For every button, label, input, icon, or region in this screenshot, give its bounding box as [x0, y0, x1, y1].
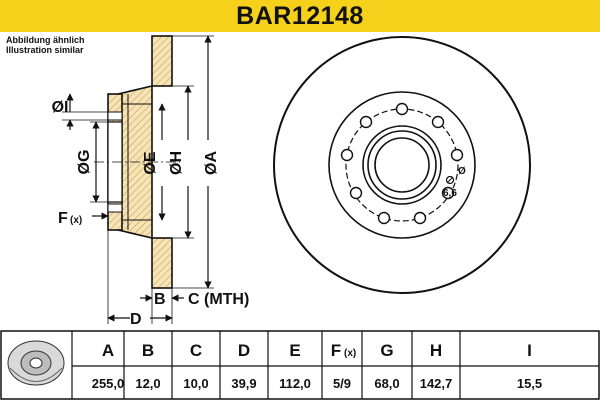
table-value-d: 39,9 [231, 376, 256, 391]
table-value-e: 112,0 [279, 376, 311, 391]
table-value-b: 12,0 [135, 376, 160, 391]
bolt-hole [340, 148, 354, 162]
label-hole-dia: Ø [458, 166, 466, 177]
table-header-d: D [238, 341, 250, 360]
title-bar [0, 0, 600, 32]
label-dim-c-mth: C (MTH) [188, 291, 249, 308]
bolt-hole [349, 186, 363, 200]
table-value-i: 15,5 [517, 376, 542, 391]
bolt-hole [413, 211, 427, 225]
label-dim-d: D [130, 311, 142, 328]
table-value-c: 10,0 [183, 376, 208, 391]
label-dim-g: ØG [76, 150, 93, 175]
table-value-h: 142,7 [420, 376, 453, 391]
bolt-hole [395, 102, 409, 116]
table-header-b: B [142, 341, 154, 360]
label-dim-e: ØE [142, 151, 159, 174]
table-header-f: F [331, 341, 341, 360]
table-header-e: E [289, 341, 300, 360]
table-value-g: 68,0 [374, 376, 399, 391]
illustration-note-de: Abbildung ähnlich [6, 35, 85, 45]
friction-ring-top [151, 35, 173, 87]
table-header-a: A [102, 341, 114, 360]
table-value-a: 255,0 [92, 376, 125, 391]
label-dim-f-sub: (x) [70, 215, 82, 226]
disc-thumbnail-icon [7, 340, 65, 386]
label-dim-i: ØI [52, 99, 69, 116]
disc-cross-section [94, 35, 180, 289]
label-dim-b: B [154, 291, 166, 308]
label-dim-a: ØA [203, 151, 220, 175]
bolt-hole [441, 186, 455, 200]
label-hole-value: 6,6 [443, 188, 457, 199]
dimension-lines [62, 35, 214, 324]
bolt-hole [431, 115, 445, 129]
label-dim-h: ØH [168, 151, 185, 175]
table-header-g: G [380, 341, 393, 360]
friction-ring-bottom [151, 237, 173, 289]
table-header-i: I [527, 341, 532, 360]
bolt-hole [450, 148, 464, 162]
illustration-note-en: Illustration similar [6, 45, 84, 55]
bolt-hole [359, 115, 373, 129]
centre-bore-front [374, 137, 430, 193]
table-header-c: C [190, 341, 202, 360]
label-dim-f: F [58, 210, 68, 227]
disc-front-view [273, 36, 531, 294]
table-header-h: H [430, 341, 442, 360]
part-number-title: BAR12148 [236, 2, 364, 30]
dimension-table: A 255,0 B 12,0 C 10,0 D 39,9 E 112,0 F(x) 5/9 G 68,0 H… [0, 330, 600, 400]
table-header-subscript: (x) [344, 348, 356, 359]
table-value-f: 5/9 [333, 376, 351, 391]
bolt-hole [377, 211, 391, 225]
